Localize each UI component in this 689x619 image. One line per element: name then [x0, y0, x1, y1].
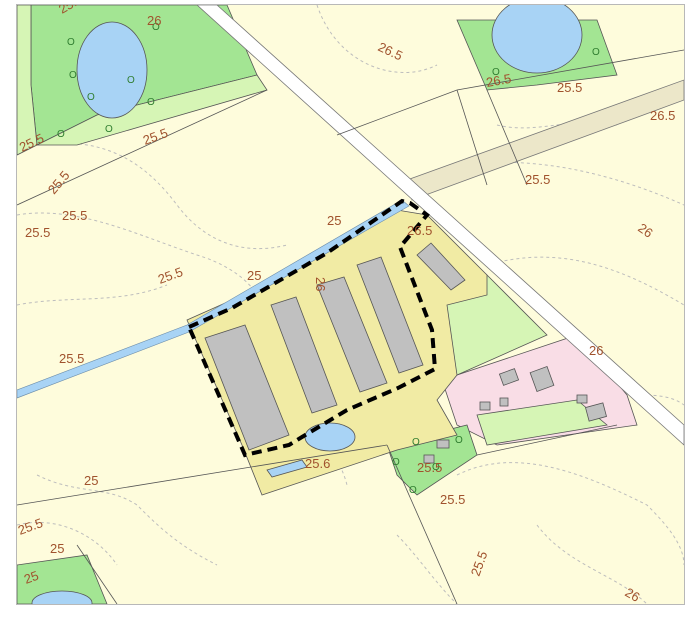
tree-symbol-icon: O [87, 92, 95, 103]
pond-top-right [491, 5, 583, 74]
main-road [196, 5, 684, 446]
elevation-label: 26 [623, 585, 643, 604]
tree-symbol-icon: O [67, 37, 75, 48]
elevation-label: 25.6 [305, 456, 330, 471]
elevation-label: 25 [22, 568, 41, 587]
tree-symbol-icon: O [127, 75, 135, 86]
tree-symbol-icon: O [147, 97, 155, 108]
tree-symbols: O O O O O O O O O O O O O O O [57, 22, 600, 496]
tree-symbol-icon: O [105, 124, 113, 135]
tree-symbol-icon: O [592, 47, 600, 58]
tree-symbol-icon: O [57, 129, 65, 140]
map-view[interactable]: O O O O O O O O O O O O O O O 26 26.5 25… [16, 4, 685, 605]
elevation-label: 26.5 [485, 71, 513, 90]
meadow-top-left [17, 5, 38, 156]
elevation-label: 25.5 [59, 351, 84, 366]
elevation-label: 25 [50, 541, 64, 556]
house-7 [436, 439, 450, 449]
elevation-label: 25.5 [525, 172, 550, 187]
elevation-label: 26 [589, 343, 603, 358]
barn-2 [270, 296, 338, 414]
elevation-label: 25 [84, 473, 98, 488]
elevation-label: 25.5 [25, 225, 50, 240]
dashed-boundary-farm[interactable] [186, 198, 438, 458]
elevation-label: 26 [147, 13, 161, 28]
shed-east [416, 242, 466, 291]
pond-bottom-left [31, 590, 93, 604]
house-2 [529, 366, 555, 392]
pond-small [266, 459, 308, 478]
elevation-label: 25.5 [557, 80, 582, 95]
map-canvas[interactable]: O O O O O O O O O O O O O O O 26 26.5 25… [17, 5, 684, 604]
meadow-top-left-strip [36, 74, 268, 146]
stream [17, 199, 410, 399]
barn-1 [204, 324, 290, 451]
pond-top-left [76, 21, 148, 119]
house-1 [498, 368, 520, 386]
elevation-label: 25.5 [440, 492, 465, 507]
tree-symbol-icon: O [455, 435, 463, 446]
tree-symbol-icon: O [492, 67, 500, 78]
house-8 [423, 454, 435, 464]
tree-symbol-icon: O [392, 457, 400, 468]
elevation-label: 26 [635, 220, 655, 241]
house-3 [479, 401, 491, 411]
tree-symbol-icon: O [152, 22, 160, 33]
barn-3 [316, 276, 388, 393]
parcel-lines [17, 49, 684, 604]
elevation-label: 26.5 [650, 108, 675, 123]
pond-farm [304, 422, 356, 452]
forest-bottom-left [17, 554, 108, 604]
tree-symbol-icon: O [412, 437, 420, 448]
house-4 [499, 397, 509, 407]
buildings [204, 242, 607, 464]
tree-symbol-icon: O [409, 485, 417, 496]
house-5 [576, 394, 588, 404]
elevation-label: 26 [313, 277, 328, 291]
elevation-label: 25.5 [417, 460, 442, 475]
barn-4 [356, 256, 424, 374]
elevation-label: 25.5 [62, 208, 87, 223]
tree-symbol-icon: O [432, 462, 440, 473]
elevation-label: 25.5 [56, 5, 85, 17]
elevation-label: 25 [327, 213, 341, 228]
elevation-label: 25 [247, 268, 261, 283]
meadow-south [476, 399, 608, 446]
elevation-label: 26.5 [407, 223, 432, 238]
tree-symbol-icon: O [69, 70, 77, 81]
house-6 [585, 402, 607, 422]
